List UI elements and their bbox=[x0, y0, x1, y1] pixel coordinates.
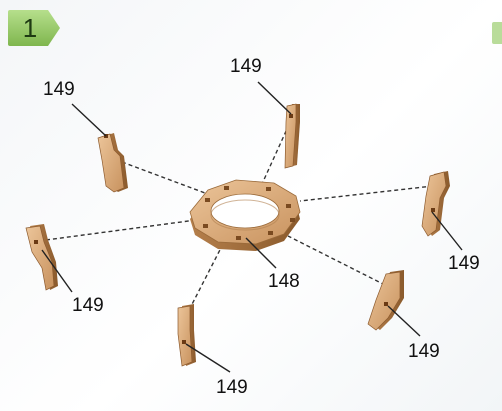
next-step-tab bbox=[492, 22, 502, 44]
step-badge: 1 bbox=[8, 10, 64, 46]
leader-upper-left bbox=[71, 103, 107, 137]
leader-center bbox=[245, 237, 277, 269]
step-badge-shape bbox=[8, 10, 60, 46]
callout-149-left: 149 bbox=[72, 295, 104, 316]
callout-149-lower-right: 149 bbox=[408, 341, 440, 362]
guide-line-top bbox=[261, 117, 293, 185]
callout-148-center: 148 bbox=[268, 271, 300, 292]
callout-149-bottom: 149 bbox=[216, 377, 248, 398]
guide-line-left bbox=[45, 219, 197, 241]
part-149-top bbox=[284, 103, 300, 169]
callout-149-top: 149 bbox=[230, 56, 262, 77]
leader-bottom bbox=[185, 343, 231, 373]
part-149-right bbox=[421, 171, 450, 237]
step-number: 1 bbox=[22, 13, 38, 43]
part-149-upper-left bbox=[97, 133, 128, 193]
guide-line-upper-left bbox=[121, 161, 206, 194]
assembly-guide-lines bbox=[45, 117, 434, 317]
leader-top bbox=[257, 81, 292, 115]
leader-lower-right bbox=[387, 305, 421, 337]
part-148-ring bbox=[189, 179, 301, 251]
part-149-lower-right bbox=[367, 270, 404, 331]
part-149-left bbox=[25, 224, 58, 291]
guide-line-right bbox=[299, 185, 434, 202]
callout-149-upper-left: 149 bbox=[43, 79, 75, 100]
callout-149-right: 149 bbox=[448, 253, 480, 274]
leader-right bbox=[431, 211, 463, 251]
leader-left bbox=[41, 249, 73, 293]
part-149-bottom bbox=[177, 304, 196, 367]
leader-lines bbox=[41, 81, 463, 373]
guide-line-lower-right bbox=[287, 235, 386, 286]
